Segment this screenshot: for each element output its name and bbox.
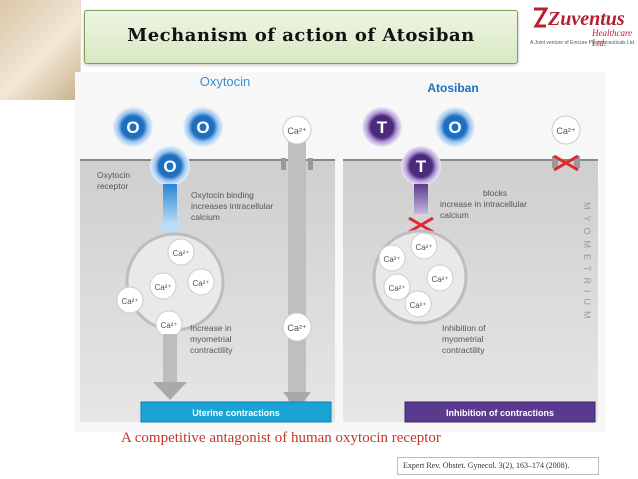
calcium-ion (426, 264, 454, 292)
calcium-ion (282, 115, 312, 145)
calcium-label: Ca²⁺ (172, 249, 189, 258)
reference-text: Expert Rev. Obstet. Gynecol. 3(2), 163–1… (403, 461, 570, 470)
calcium-ion (116, 286, 144, 314)
slide-caption: A competitive antagonist of human oxytoc… (121, 430, 441, 446)
calcium-ion (404, 290, 432, 318)
channel-gate-icon (574, 156, 580, 168)
block-x-icon (553, 154, 579, 172)
calcium-ion (282, 312, 312, 342)
block-x-icon (408, 216, 434, 234)
inhibition-text: Inhibition of myometrial contractility (442, 323, 488, 355)
bound-oxytocin-letter: O (163, 157, 176, 176)
reference-box: Expert Rev. Obstet. Gynecol. 3(2), 163–1… (397, 457, 599, 475)
calcium-label: Ca²⁺ (388, 284, 405, 293)
atosiban-letter: T (377, 118, 388, 137)
atosiban-header: Atosiban (427, 81, 478, 95)
down-arrow-icon (283, 392, 311, 410)
logo-name: Zuventus (548, 8, 625, 30)
calcium-label: Ca²⁺ (431, 275, 448, 284)
calcium-channel-left (288, 142, 306, 412)
channel-gate-icon (552, 156, 558, 168)
calcium-ion (410, 232, 438, 260)
channel-gate-icon (281, 158, 286, 170)
calcium-ion (167, 238, 195, 266)
slide-title: Mechanism of action of Atosiban (127, 25, 475, 46)
signal-arrow (414, 184, 428, 214)
calcium-ion (149, 272, 177, 300)
down-arrow-icon (155, 222, 185, 237)
oxytocin-molecule (435, 107, 475, 147)
oxytocin-letter: O (448, 118, 461, 137)
receptor-label: Oxytocin receptor (97, 170, 132, 191)
increase-text: Increase in myometrial contractility (190, 323, 234, 355)
logo-subtitle: Healthcare Ltd. (592, 28, 633, 48)
contraction-arrow (163, 334, 177, 384)
zuventus-logo-icon (533, 7, 548, 28)
myometrium-label: MYOMETRIUM (582, 202, 592, 325)
calcium-label: Ca²⁺ (160, 321, 177, 330)
oxytocin-letter: O (196, 118, 209, 137)
calcium-ion (187, 268, 215, 296)
uterine-contractions-label: Uterine contractions (192, 408, 280, 418)
oxytocin-molecule (113, 107, 153, 147)
calcium-label: Ca²⁺ (121, 297, 138, 306)
bound-atosiban-letter: T (416, 157, 427, 176)
calcium-label: Ca²⁺ (409, 301, 426, 310)
calcium-label: Ca²⁺ (415, 243, 432, 252)
mechanism-diagram: Oxytocin Atosiban O O O Ca²⁺ Ca²⁺ Oxytoc… (80, 74, 598, 423)
uterine-contractions-bar (140, 401, 332, 423)
calcium-label: Ca²⁺ (287, 126, 307, 136)
calcium-ion (551, 115, 581, 145)
down-arrow-icon (153, 382, 187, 400)
calcium-ion (383, 273, 411, 301)
inhibition-contractions-label: Inhibition of contractions (446, 408, 554, 418)
title-box: Mechanism of action of Atosiban (84, 10, 518, 64)
bound-atosiban-molecule (401, 146, 441, 186)
oxytocin-molecule (183, 107, 223, 147)
logo-tagline: A Joint venture of Emcure Pharmaceutical… (530, 40, 636, 46)
corner-photo (0, 0, 81, 100)
calcium-label: Ca²⁺ (383, 255, 400, 264)
calcium-label: Ca²⁺ (154, 283, 171, 292)
bound-oxytocin-molecule (150, 146, 190, 186)
blocks-text: blocks increase in intracellular calcium (440, 188, 529, 220)
calcium-label: Ca²⁺ (556, 126, 576, 136)
calcium-label: Ca²⁺ (287, 323, 307, 333)
calcium-label: Ca²⁺ (192, 279, 209, 288)
signal-arrow (163, 184, 177, 224)
binding-text: Oxytocin binding increases intracellular… (191, 190, 276, 222)
inhibition-contractions-bar (404, 401, 596, 423)
calcium-ion (378, 244, 406, 272)
atosiban-molecule (362, 107, 402, 147)
channel-gate-icon (308, 158, 313, 170)
oxytocin-header: Oxytocin (200, 74, 251, 89)
mechanism-figure: Oxytocin Atosiban O O O Ca²⁺ Ca²⁺ Oxytoc… (75, 72, 605, 432)
oxytocin-letter: O (126, 118, 139, 137)
